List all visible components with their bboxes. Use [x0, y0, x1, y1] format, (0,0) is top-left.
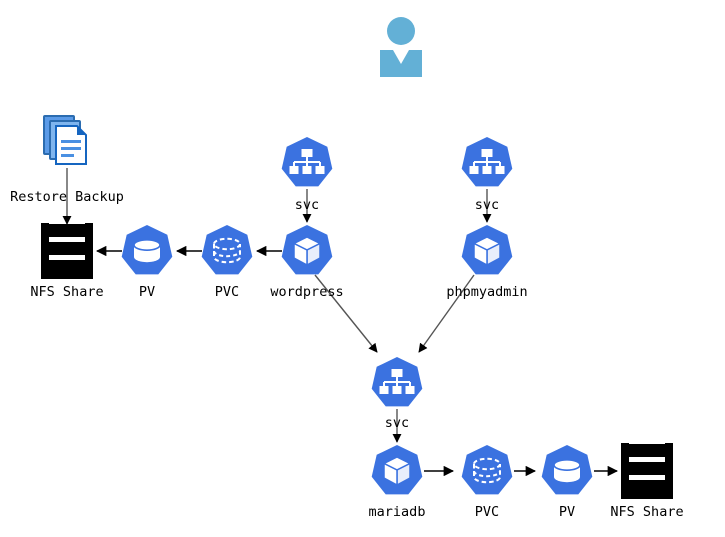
node-label-wordpress: wordpress — [270, 284, 343, 300]
node-label-pvc-right: PVC — [475, 504, 499, 520]
node-pv-left[interactable] — [121, 225, 173, 275]
node-mariadb[interactable] — [371, 445, 423, 495]
person-icon-body — [380, 50, 422, 77]
cylinder-dashed-icon — [473, 457, 501, 484]
service-tree-icon — [379, 369, 415, 394]
node-user[interactable] — [380, 17, 422, 77]
nfs-share-icon-bar-1 — [47, 224, 87, 237]
node-svc-phpmyadmin[interactable] — [461, 137, 513, 187]
node-label-pvc-left: PVC — [215, 284, 239, 300]
cube-icon — [472, 236, 502, 267]
pvc-hexagon-icon — [461, 445, 513, 495]
cylinder-solid-icon — [553, 459, 581, 483]
node-nfs-right[interactable] — [621, 443, 673, 499]
node-pv-right[interactable] — [541, 445, 593, 495]
node-label-phpmyadmin: phpmyadmin — [446, 284, 527, 300]
node-backup[interactable] — [43, 115, 87, 165]
node-pvc-right[interactable] — [461, 445, 513, 495]
pvc-hexagon-icon — [201, 225, 253, 275]
edge-label-svc-phpmyadmin: svc — [475, 197, 499, 213]
node-pvc-left[interactable] — [201, 225, 253, 275]
cylinder-dashed-icon — [213, 237, 241, 264]
nfs-share-icon-bar-1 — [627, 444, 667, 457]
edge-label-svc-mariadb: svc — [385, 415, 409, 431]
node-nfs-left[interactable] — [41, 223, 93, 279]
node-label-pv-left: PV — [139, 284, 155, 300]
nfs-share-icon-frame — [621, 443, 673, 499]
node-label-mariadb: mariadb — [369, 504, 426, 520]
cube-icon — [382, 456, 412, 487]
edge-label-restore-backup: Restore Backup — [10, 189, 124, 205]
node-label-nfs-left: NFS Share — [30, 284, 103, 300]
documents-icon-fold-corner — [77, 126, 86, 135]
node-label-pv-right: PV — [559, 504, 575, 520]
documents-icon-line-2 — [61, 147, 81, 150]
edge-phpmyadmin-to-svc-mariadb — [418, 274, 475, 353]
nfs-share-icon-frame — [41, 223, 93, 279]
nfs-share-icon-bar-2 — [47, 242, 87, 255]
person-icon-head — [387, 17, 415, 45]
nfs-share-icon-bar-2 — [627, 462, 667, 475]
service-tree-icon — [289, 149, 325, 174]
documents-icon-line-1 — [61, 140, 81, 143]
documents-icon-line-3 — [61, 154, 74, 157]
node-wordpress[interactable] — [281, 225, 333, 275]
node-phpmyadmin[interactable] — [461, 225, 513, 275]
cylinder-solid-icon — [133, 239, 161, 263]
nfs-share-icon-bar-3 — [627, 480, 667, 493]
service-tree-icon — [469, 149, 505, 174]
edges-layer — [62, 168, 619, 477]
node-svc-wordpress[interactable] — [281, 137, 333, 187]
cube-icon — [292, 236, 322, 267]
node-label-nfs-right: NFS Share — [610, 504, 683, 520]
node-svc-mariadb[interactable] — [371, 357, 423, 407]
edge-wordpress-to-svc-mariadb — [314, 274, 378, 353]
edge-label-svc-wordpress: svc — [295, 197, 319, 213]
nfs-share-icon-bar-3 — [47, 260, 87, 273]
